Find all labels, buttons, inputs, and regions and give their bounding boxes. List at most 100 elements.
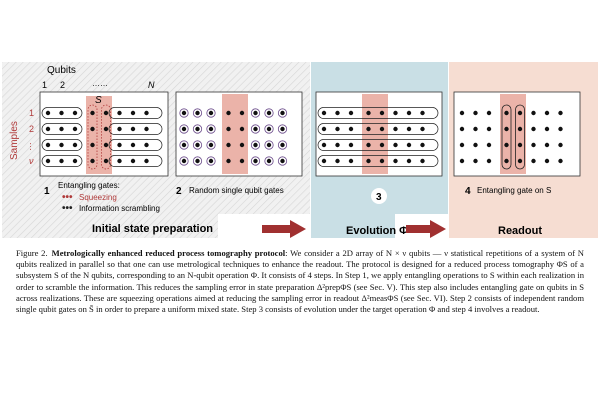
qubit-dot xyxy=(72,110,78,116)
qubit-dot xyxy=(335,126,340,132)
qubit-col-label-dots: …… xyxy=(92,79,108,88)
sample-row-label-2: 2 xyxy=(29,124,34,134)
qubit-dot xyxy=(59,158,64,164)
qubit-dot xyxy=(59,110,64,116)
entangling-oval xyxy=(108,123,163,135)
qubit-dot xyxy=(504,110,509,116)
qubit-dot xyxy=(335,142,340,148)
qubit-dot xyxy=(195,158,200,164)
qubit-dot xyxy=(226,142,231,148)
qubit-dot xyxy=(226,110,231,116)
qubit-dot xyxy=(144,126,149,132)
qubit-dot xyxy=(544,158,550,164)
qubit-dot xyxy=(531,126,536,132)
qubit-dot xyxy=(130,158,136,164)
qubit-dot xyxy=(239,110,245,116)
s-column-highlight-2 xyxy=(222,94,248,174)
squeezing-legend-label: Squeezing xyxy=(79,193,117,202)
qubit-dot xyxy=(544,142,550,148)
qubit-dot xyxy=(103,142,109,148)
step1-title: Entangling gates: xyxy=(58,181,120,190)
qubit-dot xyxy=(379,142,385,148)
qubit-dot xyxy=(459,158,465,164)
qubit-dot xyxy=(473,142,478,148)
qubit-dot xyxy=(103,158,109,164)
qubit-dot xyxy=(208,126,214,132)
qubit-dot xyxy=(103,110,109,116)
qubit-dot xyxy=(181,110,187,116)
qubit-dot xyxy=(253,110,258,116)
qubit-dot xyxy=(393,158,398,164)
caption-text: : We consider a 2D array of N × ν qubits… xyxy=(16,248,584,315)
evolution-oval xyxy=(317,123,439,135)
qubit-dot xyxy=(406,126,412,132)
panel-2-qubit-grid xyxy=(179,108,288,166)
qubit-dot xyxy=(558,142,563,148)
qubit-dot xyxy=(226,126,231,132)
qubit-dot xyxy=(379,158,385,164)
qubit-dot xyxy=(266,158,272,164)
qubit-dot xyxy=(406,142,412,148)
qubit-dot xyxy=(130,142,136,148)
evolution-oval xyxy=(317,139,439,151)
qubit-dot xyxy=(486,142,492,148)
qubit-dot xyxy=(348,110,354,116)
s-column-highlight-1 xyxy=(86,96,112,174)
qubit-dot xyxy=(406,110,412,116)
qubit-dot xyxy=(517,158,523,164)
evolution-oval xyxy=(317,107,439,119)
step2-label: Random single qubit gates xyxy=(189,186,284,195)
qubit-dot xyxy=(486,110,492,116)
panel-3-qubit-grid xyxy=(317,107,439,167)
qubit-dot xyxy=(72,142,78,148)
qubit-dot xyxy=(379,126,385,132)
qubit-dot xyxy=(253,158,258,164)
qubit-dot xyxy=(393,126,398,132)
qubit-dot xyxy=(531,158,536,164)
qubit-dot xyxy=(90,158,95,164)
panel-1-qubit-grid xyxy=(41,104,163,170)
qubit-dot xyxy=(366,142,371,148)
qubit-dot xyxy=(393,110,398,116)
qubit-dot xyxy=(266,126,272,132)
qubit-dot xyxy=(45,110,51,116)
squeezing-legend-dots: ••• xyxy=(62,192,73,203)
step-number-3-circle xyxy=(371,188,387,204)
qubit-dot xyxy=(117,158,122,164)
qubit-dot xyxy=(544,110,550,116)
qubit-dot xyxy=(335,110,340,116)
qubit-dot xyxy=(366,110,371,116)
qubit-dot xyxy=(208,158,214,164)
qubit-dot xyxy=(280,126,285,132)
qubit-dot xyxy=(335,158,340,164)
qubit-dot xyxy=(473,110,478,116)
qubit-dot xyxy=(253,142,258,148)
qubit-dot xyxy=(558,110,563,116)
step4-label: Entangling gate on S xyxy=(477,186,551,195)
qubit-dot xyxy=(117,110,122,116)
qubit-dot xyxy=(473,158,478,164)
qubit-dot xyxy=(181,158,187,164)
qubit-dot xyxy=(90,126,95,132)
qubits-label: Qubits xyxy=(47,65,76,76)
qubit-dot xyxy=(393,142,398,148)
qubit-dot xyxy=(517,110,523,116)
entangling-oval xyxy=(41,155,83,167)
scrambling-legend-dots: ••• xyxy=(62,203,73,214)
qubit-dot xyxy=(195,126,200,132)
qubit-dot xyxy=(239,158,245,164)
qubit-dot xyxy=(103,126,109,132)
qubit-dot xyxy=(517,142,523,148)
evolution-oval xyxy=(317,155,439,167)
scrambling-legend-label: Information scrambling xyxy=(79,204,160,213)
figure-caption: Figure 2.Metrologically enhanced reduced… xyxy=(16,248,584,315)
qubit-dot xyxy=(379,110,385,116)
qubit-dot xyxy=(321,126,327,132)
qubit-dot xyxy=(181,126,187,132)
qubit-dot xyxy=(181,142,187,148)
qubit-dot xyxy=(45,126,51,132)
qubit-dot xyxy=(366,126,371,132)
stage-title-readout: Readout xyxy=(498,225,542,237)
qubit-dot xyxy=(195,110,200,116)
squeezing-oval xyxy=(87,104,98,170)
